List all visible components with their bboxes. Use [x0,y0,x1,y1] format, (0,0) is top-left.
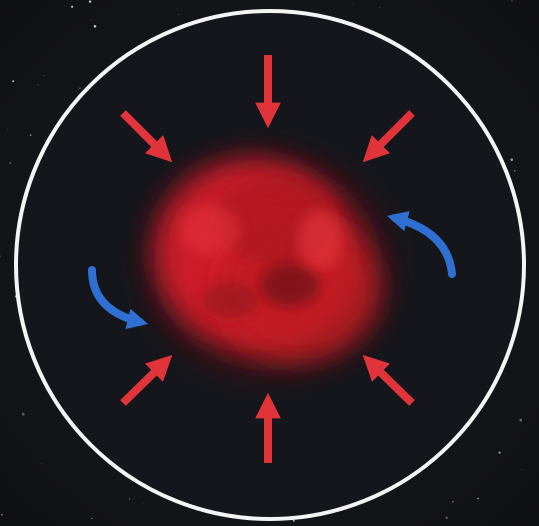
star [79,88,80,89]
star [9,162,11,164]
star [89,0,91,2]
star [178,14,179,15]
star [22,413,25,416]
star [12,80,14,82]
star [446,517,448,519]
star [293,520,295,522]
star [44,75,45,76]
star [510,158,513,161]
star [38,85,39,86]
star [41,463,42,464]
star [91,518,93,520]
star [71,6,73,8]
star [91,19,92,20]
star [1,514,3,516]
star [498,451,500,453]
red-gas-cloud [140,147,396,383]
star [511,0,512,1]
star [94,25,97,28]
star [0,255,1,257]
star [452,501,453,502]
star [143,503,144,504]
star [352,4,353,5]
star [521,469,522,470]
star [129,498,130,499]
star [30,134,32,136]
star [514,170,516,172]
star [7,129,8,130]
star [519,419,522,422]
star [379,7,380,8]
star [477,498,478,499]
